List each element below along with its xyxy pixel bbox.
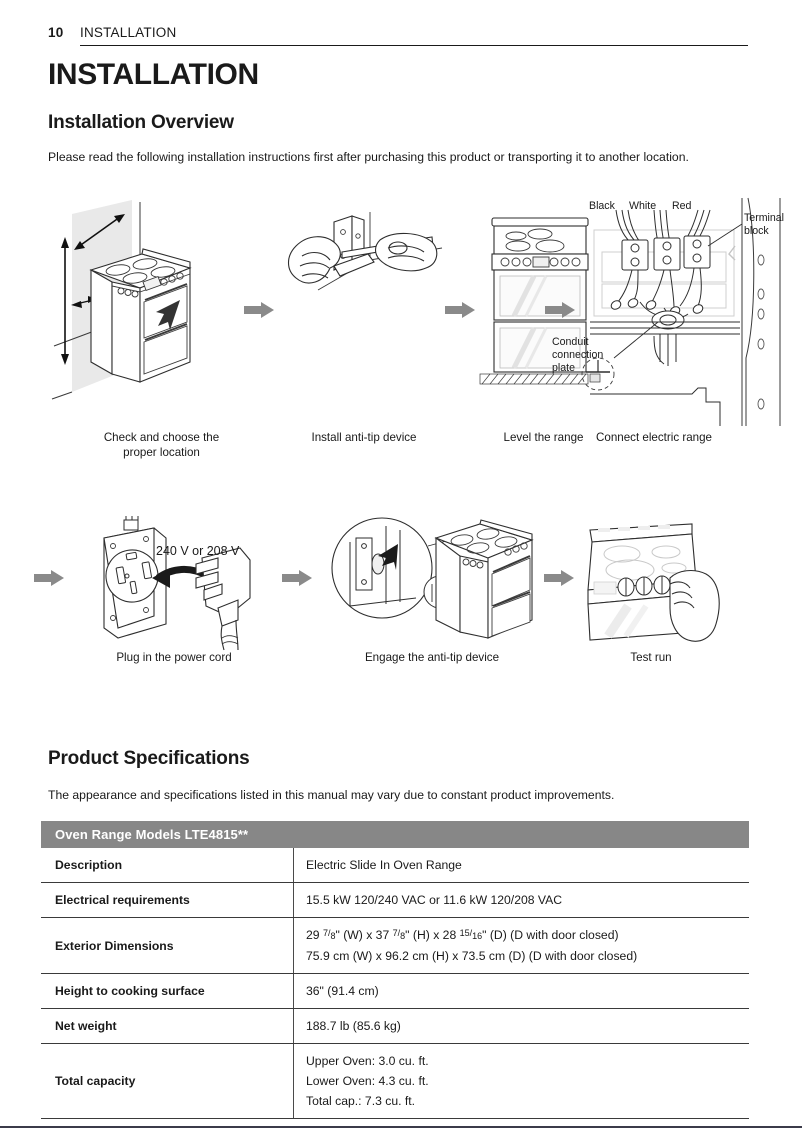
table-row: Total capacity Upper Oven: 3.0 cu. ft. L… [41,1043,749,1119]
product-specifications-table: Oven Range Models LTE4815** Description … [41,821,749,1119]
overview-paragraph: Please read the following installation i… [48,150,689,164]
spec-value-line: 15.5 kW 120/240 VAC or 11.6 kW 120/208 V… [306,893,563,907]
step-caption-6: Engage the anti-tip device [364,651,500,664]
step-caption-2: Install anti-tip device [311,431,417,444]
fraction: 15/16 [459,928,483,941]
spec-value-line: Electric Slide In Oven Range [306,858,462,872]
illustration-test-run [587,523,720,642]
spec-value-line: Upper Oven: 3.0 cu. ft. [306,1054,429,1068]
footer-divider [0,1126,802,1128]
spec-value-line: Total cap.: 7.3 cu. ft. [306,1094,416,1108]
spec-label: Description [41,848,294,883]
table-row: Net weight 188.7 lb (85.6 kg) [41,1008,749,1044]
fraction: 7/8 [322,928,336,941]
illustration-engage-anti-tip [331,517,534,639]
header-divider [80,45,748,47]
step-caption-1: Check and choose the proper location [103,431,220,459]
page-header: 10 INSTALLATION [48,25,748,47]
install-steps-row-1: Check and choose the proper location [44,196,784,461]
step-caption-5: Plug in the power cord [116,651,232,664]
table-row: Exterior Dimensions 29 7/8" (W) x 37 7/8… [41,917,749,974]
spec-value: 29 7/8" (W) x 37 7/8" (H) x 28 15/16" (D… [293,917,749,974]
table-band-title: Oven Range Models LTE4815** [41,821,749,848]
spec-label: Height to cooking surface [41,973,294,1009]
spec-label: Total capacity [41,1043,294,1119]
spec-value-line: Lower Oven: 4.3 cu. ft. [306,1074,429,1088]
illustration-connect-electric-range [590,197,781,426]
conduit-plate-label: Conduit connection plate [552,336,604,374]
step-caption-7: Test run [630,651,672,664]
flow-arrow-icon-6 [544,570,574,586]
wire-label-white: White [629,200,657,212]
step-caption-4: Connect electric range [596,431,712,444]
illustration-plug-power-cord [103,516,251,651]
spec-value-line: 36" (91.4 cm) [306,984,379,998]
spec-label: Electrical requirements [41,882,294,918]
wire-label-black: Black [589,200,615,212]
flow-arrow-icon-4 [34,570,64,586]
chapter-name: INSTALLATION [80,25,177,40]
step-caption-3: Level the range [503,431,584,444]
spec-label: Net weight [41,1008,294,1044]
voltage-label: 240 V or 208 V [156,544,240,558]
spec-value: 15.5 kW 120/240 VAC or 11.6 kW 120/208 V… [293,882,749,918]
illustration-install-anti-tip [287,212,443,291]
spec-value-line: 188.7 lb (85.6 kg) [306,1019,401,1033]
illustration-choose-location [51,200,192,400]
spec-value: Upper Oven: 3.0 cu. ft. Lower Oven: 4.3 … [293,1043,749,1119]
flow-arrow-icon-3 [545,302,575,318]
specs-paragraph: The appearance and specifications listed… [48,788,615,802]
section-title-overview: Installation Overview [48,112,234,133]
flow-arrow-icon-5 [282,570,312,586]
spec-value-line-inches: 29 7/8" (W) x 37 7/8" (H) x 28 15/16" (D… [306,925,743,946]
spec-value: 36" (91.4 cm) [293,973,749,1009]
spec-value-line-metric: 75.9 cm (W) x 96.2 cm (H) x 73.5 cm (D) … [306,949,638,963]
spec-value: Electric Slide In Oven Range [293,848,749,883]
table-row: Description Electric Slide In Oven Range [41,848,749,883]
wire-label-red: Red [672,200,692,212]
flow-arrow-icon-2 [445,302,475,318]
table-row: Height to cooking surface 36" (91.4 cm) [41,973,749,1009]
table-row: Electrical requirements 15.5 kW 120/240 … [41,882,749,918]
push-arrow-icon [156,300,180,330]
page-title: INSTALLATION [48,58,259,91]
page-number: 10 [48,25,64,40]
spec-value: 188.7 lb (85.6 kg) [293,1008,749,1044]
fraction: 7/8 [392,928,406,941]
flow-arrow-icon-1 [244,302,274,318]
install-steps-row-2: 240 V or 208 V Plug in the power cord [34,508,774,688]
spec-label: Exterior Dimensions [41,917,294,974]
terminal-block-label: Terminal block [744,212,785,237]
table-band-header: Oven Range Models LTE4815** [41,821,749,848]
section-title-specs: Product Specifications [48,748,250,769]
